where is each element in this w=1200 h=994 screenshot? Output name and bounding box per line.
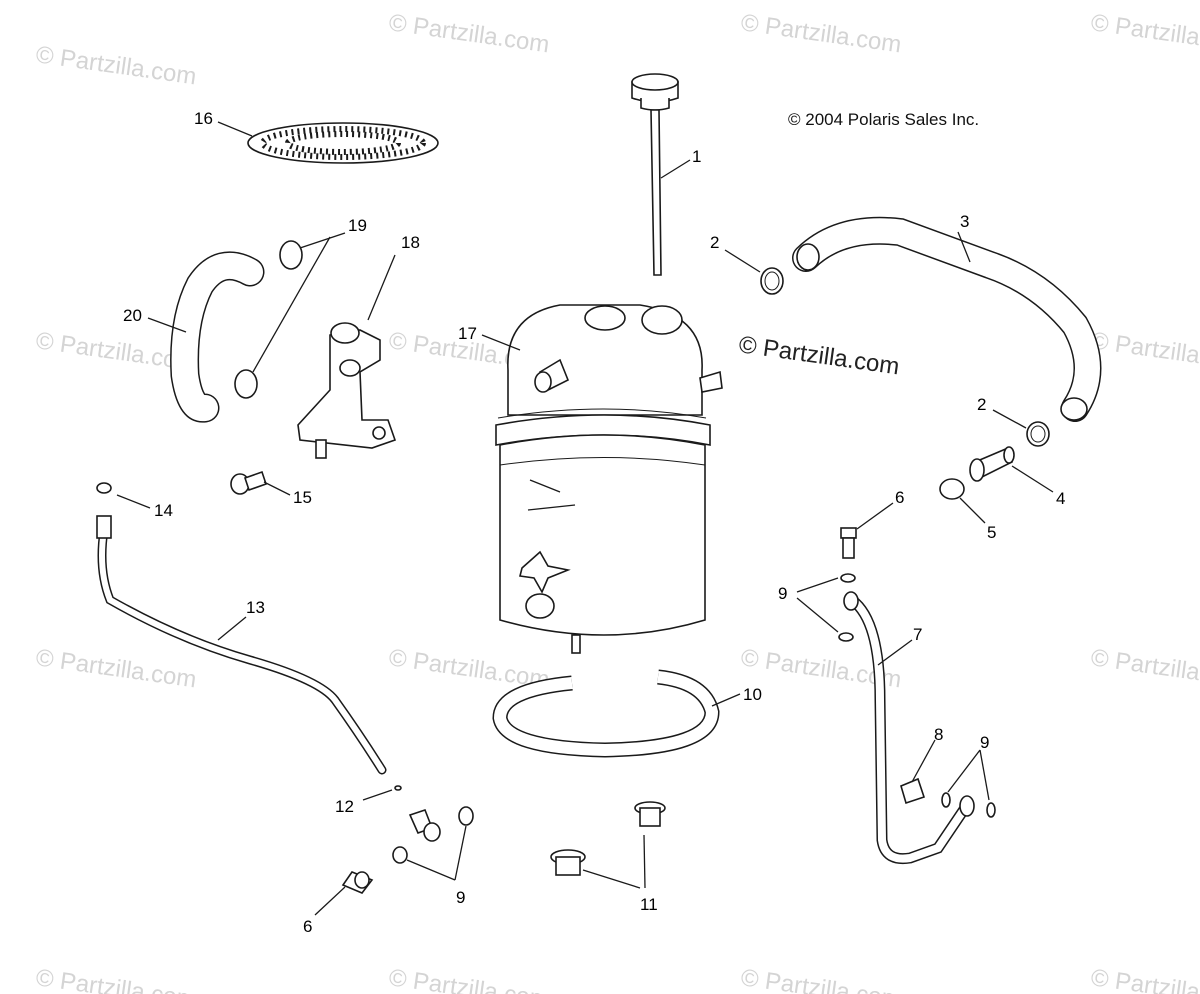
leader-line	[582, 869, 641, 889]
leader-line	[147, 317, 187, 333]
callout-label: 3	[960, 212, 969, 231]
leader-line	[856, 502, 894, 530]
leader-line	[957, 231, 971, 263]
callout-label: 20	[123, 306, 142, 325]
leader-line	[877, 639, 913, 666]
leader-line	[947, 749, 981, 793]
part-9-washer[interactable]	[392, 846, 408, 864]
watermark: © Partzilla.com	[1089, 964, 1200, 994]
callout-label: 18	[401, 233, 420, 252]
part-9-washer[interactable]	[458, 806, 474, 826]
callout-labels: 16 1 3 2 2 4 5 6 9 7 8 9 10 11 12 9 6 13…	[123, 109, 1065, 936]
part-12-clip[interactable]	[394, 785, 402, 791]
part-1-dipstick[interactable]	[631, 73, 679, 276]
callout-label: 4	[1056, 489, 1065, 508]
watermark: © Partzilla.com	[739, 9, 903, 58]
leader-line	[481, 334, 521, 351]
callout-label: 9	[778, 584, 787, 603]
callout-label: 13	[246, 598, 265, 617]
watermark: © Partzilla.com	[1089, 9, 1200, 58]
callout-label: 15	[293, 488, 312, 507]
part-16-oil-tank[interactable]	[495, 304, 723, 654]
part-2-clamp-top[interactable]	[760, 267, 784, 295]
watermark: © Partzilla.com	[1089, 327, 1200, 376]
leader-line	[299, 232, 346, 249]
callout-label: 5	[987, 523, 996, 542]
callout-label: 12	[335, 797, 354, 816]
callout-label: 11	[640, 895, 658, 914]
watermark: © Partzilla.com	[387, 964, 551, 994]
callout-label: 17	[458, 324, 477, 343]
leader-line	[643, 834, 646, 889]
callout-label: 7	[913, 625, 922, 644]
leader-line	[454, 825, 467, 881]
callout-label: 9	[980, 733, 989, 752]
leader-line	[217, 616, 247, 641]
leader-line	[217, 121, 253, 137]
leader-line	[263, 481, 291, 496]
callout-label: 9	[456, 888, 465, 907]
watermark: © Partzilla.com	[387, 9, 551, 58]
watermark: © Partzilla.com	[739, 964, 903, 994]
watermark: © Partzilla.com	[34, 644, 198, 693]
part-18-clamp[interactable]	[279, 240, 303, 270]
part-17-valve[interactable]	[297, 322, 397, 459]
leader-line	[711, 693, 741, 707]
part-7-oil-line[interactable]	[843, 591, 975, 865]
leader-line	[367, 254, 396, 321]
callout-label: 6	[895, 488, 904, 507]
leader-line	[911, 739, 936, 783]
leader-line	[796, 597, 839, 633]
callout-label: 2	[977, 395, 986, 414]
callout-label: 8	[934, 725, 943, 744]
leader-line	[406, 859, 456, 881]
leader-line	[1011, 465, 1054, 493]
part-6-bolt-right[interactable]	[840, 527, 857, 559]
leader-line	[959, 497, 986, 524]
callout-label: 19	[348, 216, 367, 235]
part-9-washer[interactable]	[941, 792, 951, 808]
part-5-o-ring[interactable]	[939, 478, 965, 500]
leader-line	[116, 494, 151, 509]
part-18-clamp[interactable]	[234, 369, 258, 399]
callout-label: 2	[710, 233, 719, 252]
part-2-clamp-bottom[interactable]	[1026, 421, 1050, 447]
part-4-fitting[interactable]	[969, 446, 1015, 482]
part-8-plug[interactable]	[900, 777, 926, 805]
part-15-bolt[interactable]	[230, 470, 268, 495]
part-6-bolt-left[interactable]	[341, 871, 374, 894]
callout-label: 16	[194, 109, 213, 128]
watermark: © Partzilla.com	[34, 41, 198, 90]
watermark: © Partzilla.com	[1089, 644, 1200, 693]
leader-line	[979, 749, 990, 801]
part-banjo-bolt[interactable]	[408, 809, 441, 842]
copyright-notice: © 2004 Polaris Sales Inc.	[788, 110, 979, 129]
callout-label: 1	[692, 147, 701, 166]
part-20-screen[interactable]	[247, 122, 439, 164]
callout-label: 14	[154, 501, 173, 520]
leader-line	[314, 886, 346, 916]
part-9-washer[interactable]	[838, 632, 854, 642]
part-11-grommet[interactable]	[634, 801, 666, 827]
part-9-washer[interactable]	[840, 573, 856, 583]
leader-line	[992, 409, 1027, 429]
callout-label: 6	[303, 917, 312, 936]
leader-line	[796, 577, 839, 593]
leader-line	[362, 789, 393, 801]
part-14-cap[interactable]	[96, 482, 112, 494]
leader-line	[660, 159, 691, 179]
part-3-vent-hose[interactable]	[792, 216, 1102, 422]
watermark: © Partzilla.com	[34, 964, 198, 994]
callout-label: 10	[743, 685, 762, 704]
part-9-washer[interactable]	[986, 802, 996, 818]
part-11-grommet[interactable]	[550, 849, 586, 876]
part-10-strap[interactable]	[492, 669, 720, 758]
center-watermark: © Partzilla.com	[737, 331, 901, 380]
leader-line	[724, 249, 761, 273]
leader-line	[252, 236, 331, 373]
part-19-hose[interactable]	[170, 251, 265, 423]
part-13-oil-line[interactable]	[96, 515, 387, 775]
